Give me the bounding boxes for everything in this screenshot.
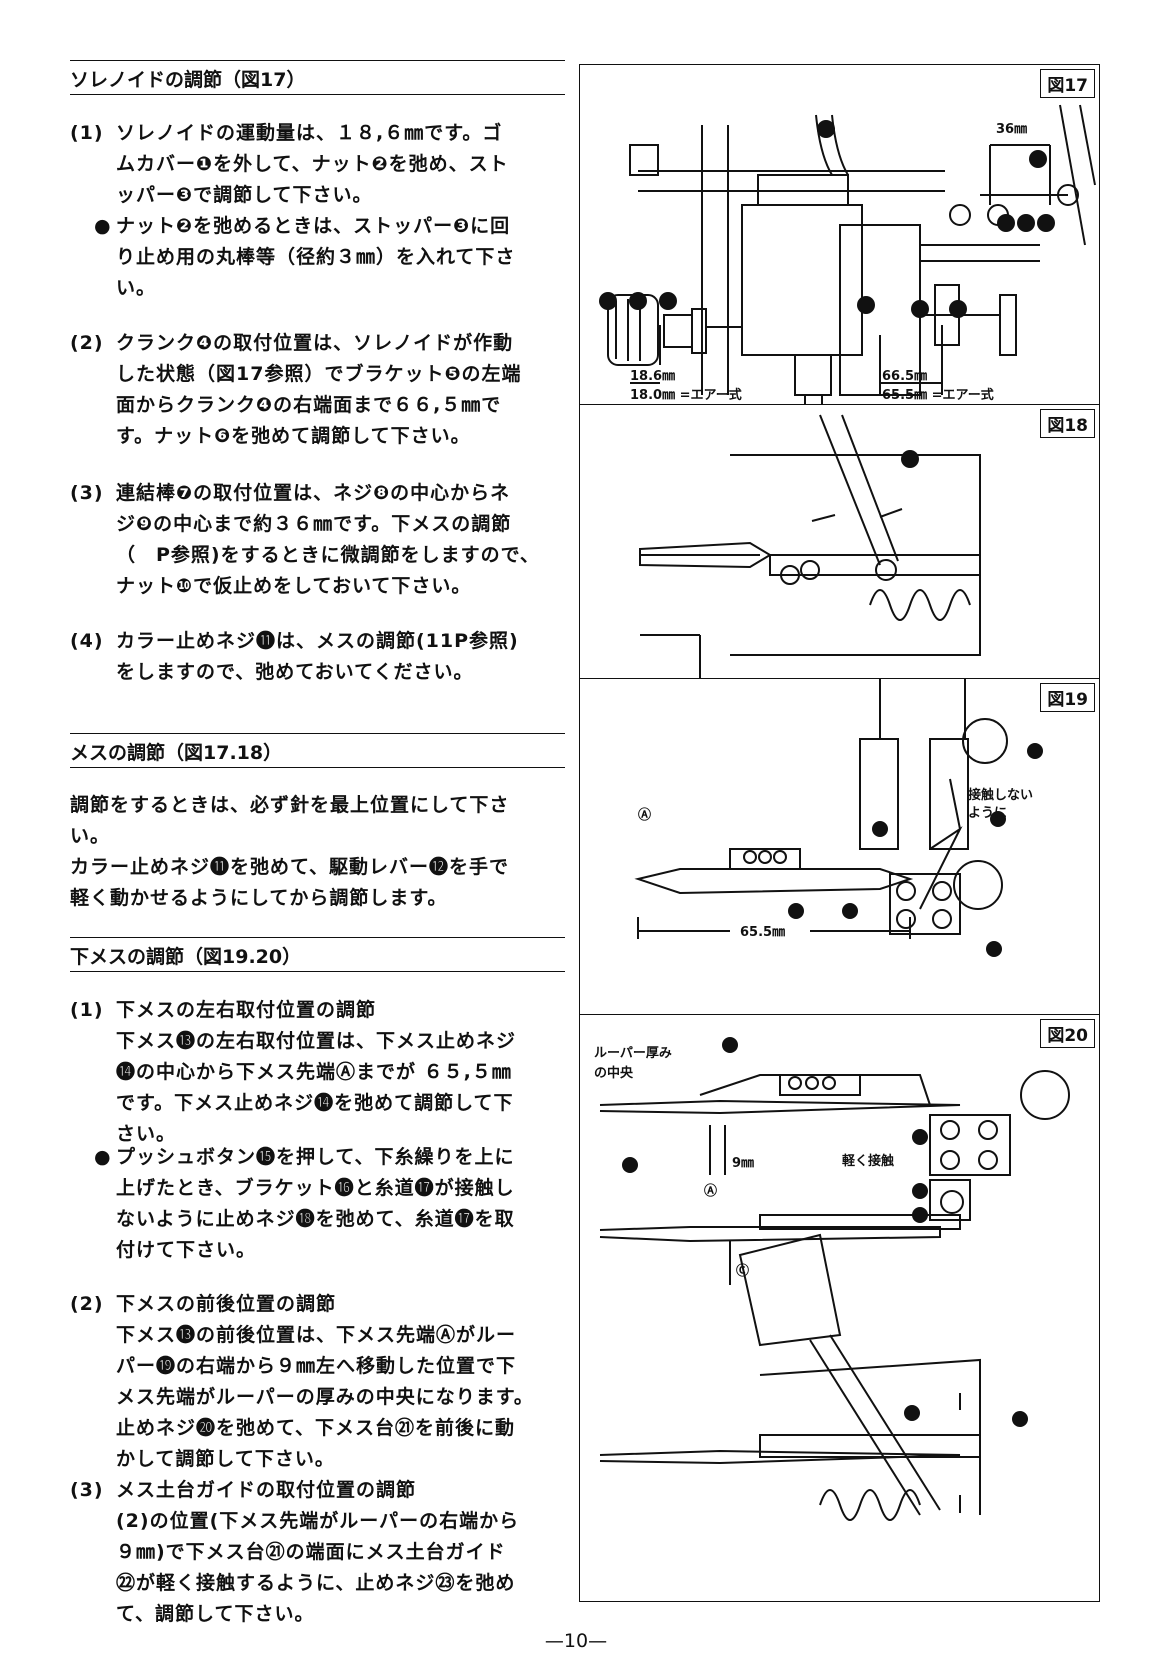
s2-body: 調節をするときは、必ず針を最上位置にして下さ い。 カラー止めネジ⓫を弛めて、駆…	[70, 790, 565, 914]
text-line: 下メスの左右取付位置の調節	[116, 999, 377, 1021]
bullet: ●	[94, 1146, 112, 1168]
section-title-knife: メスの調節（図17.18）	[70, 733, 565, 768]
text-line: 下メス⓭の左右取付位置は、下メス止めネジ	[116, 1030, 517, 1052]
text-line: い。	[70, 825, 111, 847]
text-line: ９㎜)で下メス台㉑の端面にメス土台ガイド	[116, 1541, 506, 1563]
mark-c: Ⓒ	[736, 1263, 749, 1279]
text-line: さい。	[116, 1123, 177, 1145]
text-line: ッパー❸で調節して下さい。	[116, 184, 373, 206]
text-line: かして調節して下さい。	[116, 1448, 335, 1470]
note-looper-thickness: ルーパー厚み	[594, 1045, 672, 1061]
text-line: をしますので、弛めておいてください。	[116, 661, 474, 683]
dim-18-0mm: 18.0㎜ =エアー式	[630, 387, 742, 403]
text-line: 軽く動かせるようにしてから調節します。	[70, 887, 448, 909]
dim-36mm: 36㎜	[996, 122, 1027, 137]
text-line: ないように止めネジ⓲を弛めて、糸道⓱を取	[116, 1208, 515, 1230]
text-line: クランク❹の取付位置は、ソレノイドが作動	[116, 332, 514, 354]
section-title-lower-knife: 下メスの調節（図19.20）	[70, 937, 565, 972]
text-line: ムカバー❶を外して、ナット❷を弛め、スト	[116, 153, 509, 175]
figure-label: 図18	[1040, 409, 1095, 438]
text-line: した状態（図17参照）でブラケット❺の左端	[116, 363, 522, 385]
figure-19: 図19 Ⓐ 接触しない ように 65.5㎜	[579, 678, 1100, 1016]
text-line: プッシュボタン⓯を押して、下糸繰りを上に	[116, 1146, 515, 1168]
text-line: す。ナット❻を弛めて調節して下さい。	[116, 425, 471, 447]
text-line: パー⓳の右端から９㎜左へ移動した位置で下	[116, 1355, 517, 1377]
text-line: て、調節して下さい。	[116, 1603, 315, 1625]
figure-label: 図17	[1040, 69, 1095, 98]
text-line: カラー止めネジ⓫は、メスの調節(11P参照)	[116, 630, 519, 652]
item-number: (3)	[70, 1479, 104, 1501]
item-number: (2)	[70, 332, 104, 354]
figure-17: 図17	[579, 64, 1100, 406]
text-line: メス土台ガイドの取付位置の調節	[116, 1479, 417, 1501]
text-line: 付けて下さい。	[116, 1239, 257, 1261]
text-line: 面からクランク❹の右端面まで６６,５㎜で	[116, 394, 502, 416]
dim-66-5mm: 66.5㎜	[882, 369, 927, 384]
text-line: ⓮の中心から下メス先端Ⓐまでが ６５,５㎜	[116, 1061, 512, 1083]
dim-65-5mm: 65.5㎜ =エアー式	[882, 387, 994, 403]
text-line: ジ❾の中心まで約３６㎜です。下メスの調節	[116, 513, 512, 535]
dim-18-6mm: 18.6㎜	[630, 369, 675, 384]
text-line: メス先端がルーパーの厚みの中央になります。	[116, 1386, 534, 1408]
solenoid-diagram: 36㎜ 18.6㎜ 18.0㎜ =エアー式 66.5㎜ 65.5㎜ =エアー式	[599, 104, 1096, 405]
text-line: 調節をするときは、必ず針を最上位置にして下さ	[70, 794, 510, 816]
knife-drive-diagram	[639, 414, 981, 679]
text-line: カラー止めネジ⓫を弛めて、駆動レバー⓬を手で	[70, 856, 510, 878]
note-light-contact: 軽く接触	[842, 1153, 894, 1169]
item-number: (4)	[70, 630, 104, 652]
text-line: 下メスの前後位置の調節	[116, 1293, 337, 1315]
figure-20: 図20	[579, 1014, 1100, 1602]
text-line: です。下メス止めネジ⓮を弛めて調節して下	[116, 1092, 514, 1114]
text-line: ナット❿で仮止めをしておいて下さい。	[116, 575, 472, 597]
text-line: ソレノイドの運動量は、１８,６㎜です。ゴ	[116, 122, 503, 144]
text-line: (2)の位置(下メス先端がルーパーの右端から	[116, 1510, 520, 1532]
note-no-contact-2: ように	[968, 806, 1007, 821]
text-line: 連結棒❼の取付位置は、ネジ❽の中心からネ	[116, 482, 511, 504]
item-number: (2)	[70, 1293, 104, 1315]
mark-a: Ⓐ	[704, 1183, 717, 1199]
lower-knife-lr-diagram: Ⓐ 接触しない ように 65.5㎜	[634, 679, 1043, 957]
mark-a: Ⓐ	[638, 807, 651, 823]
text-line: ㉒が軽く接触するように、止めネジ㉓を弛め	[116, 1572, 516, 1594]
note-center: の中央	[594, 1065, 634, 1081]
text-line: い。	[116, 277, 157, 299]
text-line: 下メス⓭の前後位置は、下メス先端Ⓐがルー	[116, 1324, 517, 1346]
lower-knife-fb-diagram: ルーパー厚み の中央 軽く接触 9㎜ Ⓐ Ⓒ	[594, 1037, 1070, 1521]
dim-65-5mm: 65.5㎜	[740, 925, 785, 940]
item-number: (1)	[70, 122, 104, 144]
text-line: （ P参照)をするときに微調節をしますので、	[116, 544, 540, 566]
text-line: 上げたとき、ブラケット⓰と糸道⓱が接触し	[116, 1177, 515, 1199]
item-number: (1)	[70, 999, 104, 1021]
bullet: ●	[94, 215, 112, 237]
page-number: —10—	[544, 1630, 608, 1652]
text-line: り止め用の丸棒等（径約３㎜）を入れて下さ	[116, 246, 516, 268]
item-number: (3)	[70, 482, 104, 504]
figure-label: 図20	[1040, 1019, 1095, 1048]
section-title-solenoid: ソレノイドの調節（図17）	[70, 60, 565, 95]
figure-label: 図19	[1040, 683, 1095, 712]
figure-18: 図18	[579, 404, 1100, 680]
text-line: 止めネジ⓴を弛めて、下メス台㉑を前後に動	[116, 1417, 516, 1439]
dim-9mm: 9㎜	[732, 1156, 754, 1171]
note-no-contact: 接触しない	[968, 787, 1033, 803]
text-line: ナット❷を弛めるときは、ストッパー❸に回	[116, 215, 511, 237]
